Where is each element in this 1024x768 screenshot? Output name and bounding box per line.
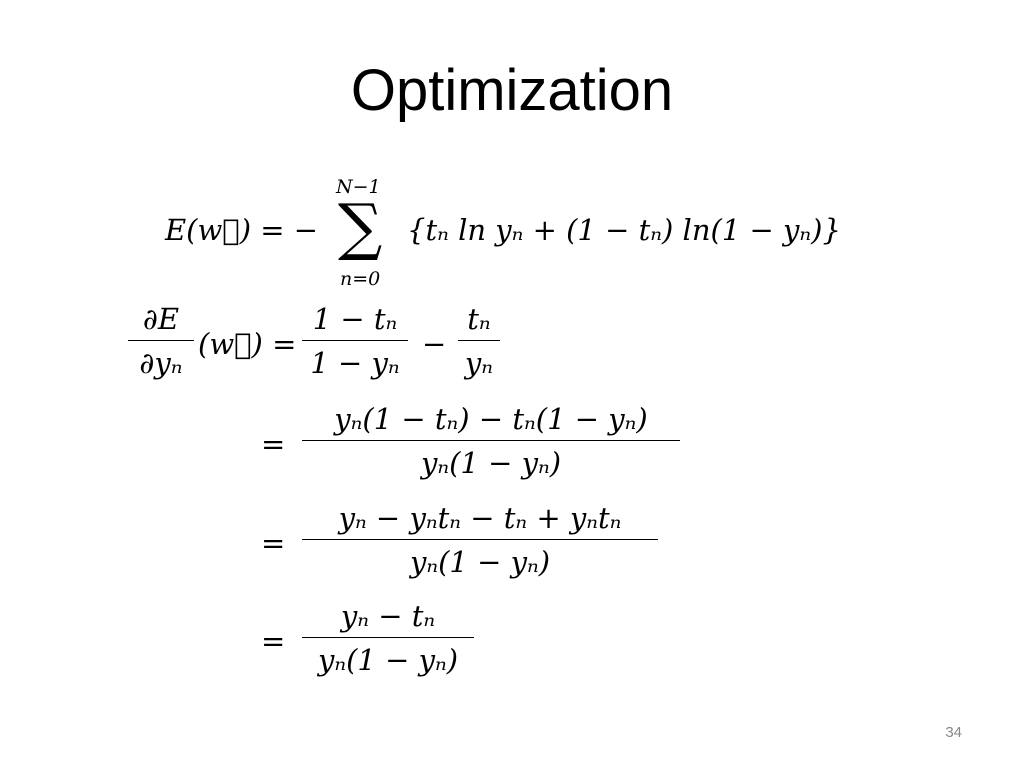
page-number: 34 xyxy=(945,724,962,741)
fraction-bar xyxy=(302,539,658,540)
sum-lower-limit: n=0 xyxy=(340,268,381,290)
fraction-bar xyxy=(302,340,408,341)
fraction-numerator: yₙ(1 − tₙ) − tₙ(1 − yₙ) xyxy=(334,402,648,436)
slide-title: Optimization xyxy=(350,58,674,123)
fraction-denominator: yₙ(1 − yₙ) xyxy=(420,446,562,480)
sum-upper-limit: N−1 xyxy=(336,176,381,198)
fraction-denominator: yₙ(1 − yₙ) xyxy=(317,643,459,677)
eq1-body: {tₙ ln yₙ + (1 − tₙ) ln(1 − yₙ)} xyxy=(407,213,841,247)
fraction-numerator: 1 − tₙ xyxy=(312,302,398,336)
fraction-numerator: tₙ xyxy=(467,302,491,336)
summation-symbol: ∑ xyxy=(338,190,383,263)
fraction-simplified: yₙ − tₙ yₙ(1 − yₙ) xyxy=(302,602,474,675)
eq2-minus: − xyxy=(422,327,447,361)
fraction-bar xyxy=(128,340,194,341)
eq1-lhs: E(w⃗) = − xyxy=(165,213,319,247)
derivative-numerator: ∂E xyxy=(142,302,180,336)
fraction-combined: yₙ(1 − tₙ) − tₙ(1 − yₙ) yₙ(1 − yₙ) xyxy=(302,405,680,478)
fraction-denominator: yₙ(1 − yₙ) xyxy=(409,545,551,579)
fraction-numerator: yₙ − tₙ xyxy=(340,599,436,633)
fraction-one-minus-t: 1 − tₙ 1 − yₙ xyxy=(302,305,408,378)
fraction-denominator: yₙ xyxy=(464,346,494,380)
equals-sign: = xyxy=(261,427,286,461)
fraction-numerator: yₙ − yₙtₙ − tₙ + yₙtₙ xyxy=(338,501,622,535)
fraction-expanded: yₙ − yₙtₙ − tₙ + yₙtₙ yₙ(1 − yₙ) xyxy=(302,504,658,577)
derivative-fraction: ∂E ∂yₙ xyxy=(128,305,194,378)
fraction-denominator: 1 − yₙ xyxy=(310,346,400,380)
equals-sign: = xyxy=(261,624,286,658)
fraction-t-over-y: tₙ yₙ xyxy=(458,305,500,378)
equals-sign: = xyxy=(261,526,286,560)
fraction-bar xyxy=(458,340,500,341)
fraction-bar xyxy=(302,637,474,638)
derivative-denominator: ∂yₙ xyxy=(139,346,183,380)
eq2-lhs-arg: (w⃗) = xyxy=(198,327,297,361)
fraction-bar xyxy=(302,440,680,441)
